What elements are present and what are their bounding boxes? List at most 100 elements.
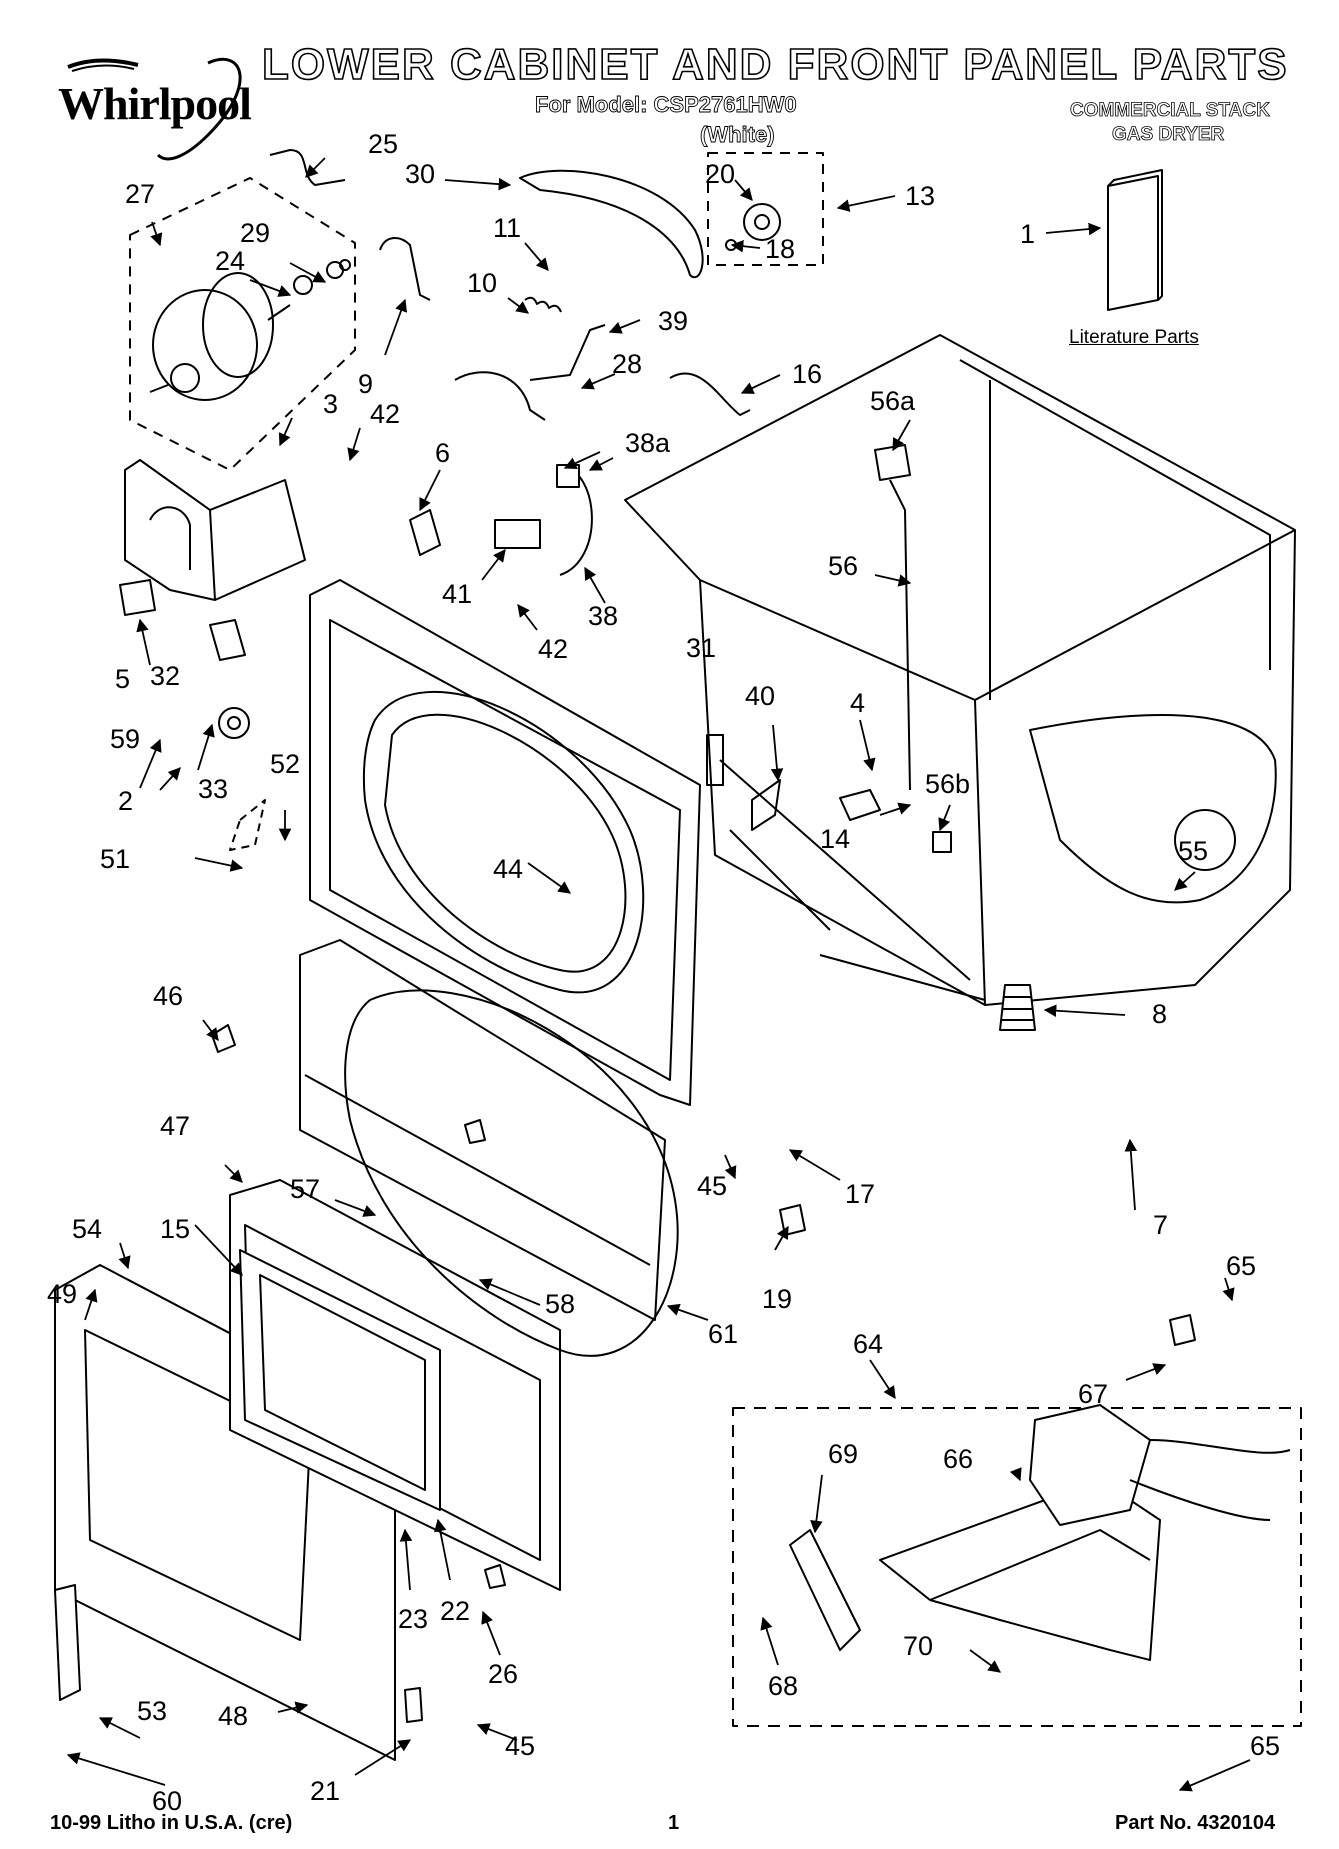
callout-30: 30 [405,159,435,189]
whirlpool-logo: Whirlpool [58,55,288,165]
callout-31: 31 [686,633,716,663]
callout-11: 11 [493,213,521,243]
clip-58 [464,1119,486,1144]
callout-42-bottom: 42 [538,634,568,664]
callout-47: 47 [160,1111,190,1141]
callout-28: 28 [612,349,642,379]
callout-15: 15 [160,1214,190,1244]
callout-7: 7 [1153,1210,1168,1240]
footer-page-number: 1 [668,1812,680,1834]
motor-clamp [379,237,431,301]
callout-58: 58 [545,1289,575,1319]
callout-10: 10 [467,268,497,298]
motor-switch [119,579,156,616]
literature-booklet [1107,169,1163,311]
leader-arrows [66,157,1251,1792]
logo-swoosh [67,57,242,161]
callout-53: 53 [137,1696,167,1726]
panel-clip [211,1024,236,1053]
washer-hole [227,716,241,730]
callout-5: 5 [115,664,130,694]
callout-4: 4 [850,688,865,718]
callout-52: 52 [270,749,300,779]
callout-25: 25 [368,129,398,159]
callout-22: 22 [440,1596,470,1626]
drive-motor [149,259,351,401]
callout-3: 3 [323,389,338,419]
callout-70: 70 [903,1631,933,1661]
wire-harness-25 [269,149,346,186]
igniter [789,1529,861,1651]
callout-27: 27 [125,179,155,209]
front-panel [309,579,701,1106]
callout-56a: 56a [870,386,916,416]
door-gasket [344,989,679,1357]
callout-54: 54 [72,1214,102,1244]
callout-16: 16 [792,359,822,389]
door-glass [239,1249,441,1511]
footer-part-number: Part No. 4320104 [1115,1812,1276,1834]
thermal-fuse-bracket [839,789,881,821]
callout-23: 23 [398,1604,428,1634]
callout-46: 46 [153,981,183,1011]
callout-21: 21 [310,1776,340,1806]
callout-24: 24 [215,246,245,276]
washer [218,707,250,739]
idler-kit-box [707,152,824,266]
product-line-1: COMMERCIAL STACK [1070,100,1271,122]
callout-68: 68 [768,1671,798,1701]
motor-mount [124,459,306,601]
gas-valve [1029,1404,1291,1526]
callout-32: 32 [150,661,180,691]
callout-69: 69 [828,1439,858,1469]
brand-name: Whirlpool [58,78,252,129]
product-line-2: GAS DRYER [1112,124,1225,146]
page-title: LOWER CABINET AND FRONT PANEL PARTS [261,39,1289,90]
model-color: (White) [700,122,775,148]
callout-labels: 1 2 3 4 5 6 7 8 9 10 11 13 14 15 16 17 1… [47,129,1280,1816]
door-catch-box [229,799,266,851]
callout-38: 38 [588,601,618,631]
clip-26 [484,1564,506,1589]
switch-bracket [409,509,441,556]
callout-57: 57 [290,1174,320,1204]
door-strike [209,619,246,661]
footer-litho: 10-99 Litho in U.S.A. (cre) [50,1812,293,1834]
callout-19: 19 [762,1284,792,1314]
callout-1: 1 [1020,219,1035,249]
callout-65-top: 65 [1226,1251,1256,1281]
callout-66: 66 [943,1444,973,1474]
drum-belt [519,169,704,279]
wire-harness-16 [669,372,751,416]
callout-17: 17 [845,1179,875,1209]
harness-clip-40 [751,779,781,831]
callout-41: 41 [442,579,472,609]
callout-65-bottom: 65 [1250,1731,1280,1761]
bracket-67 [1169,1314,1196,1346]
callout-48: 48 [218,1701,248,1731]
door-handle [54,1584,81,1701]
idler-bracket [529,324,606,381]
callout-2: 2 [118,786,133,816]
callout-49: 49 [47,1279,77,1309]
callout-13: 13 [905,181,935,211]
callout-26: 26 [488,1659,518,1689]
callout-6: 6 [435,438,450,468]
connector-56b [932,831,952,853]
dryer-cabinet [624,334,1296,1006]
callout-42-top: 42 [370,399,400,429]
callout-55: 55 [1178,836,1208,866]
model-number: For Model: CSP2761HW0 [535,92,798,118]
door-switch [494,464,593,576]
callout-14: 14 [820,824,850,854]
callout-51: 51 [100,844,130,874]
callout-39: 39 [658,306,688,336]
harness-56 [889,479,911,791]
bracket-19 [779,1204,806,1236]
callout-44: 44 [493,854,523,884]
idler-spring [524,296,562,313]
callout-20: 20 [705,159,735,189]
callout-8: 8 [1152,999,1167,1029]
callout-60: 60 [152,1786,182,1816]
